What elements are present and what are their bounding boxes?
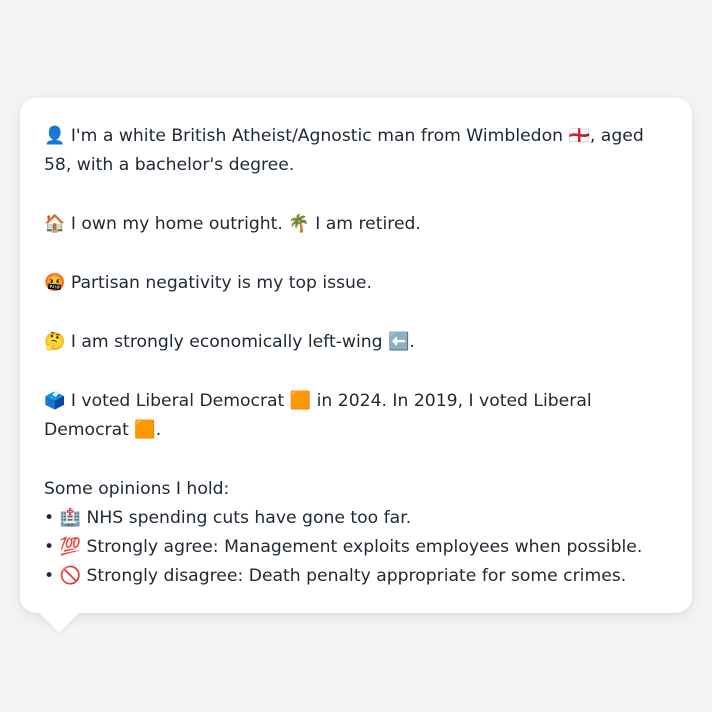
home-text: 🏠 I own my home outright. 🌴 I am retired…	[44, 214, 421, 234]
votes-text: 🗳️ I voted Liberal Democrat 🟧 in 2024. I…	[44, 391, 592, 440]
identity-text: 👤 I'm a white British Atheist/Agnostic m…	[44, 126, 644, 175]
list-item: • 💯 Strongly agree: Management exploits …	[44, 537, 643, 557]
opinions-section: Some opinions I hold: • 🏥 NHS spending c…	[44, 475, 668, 591]
bubble-tail	[38, 612, 80, 633]
persona-message-bubble: 👤 I'm a white British Atheist/Agnostic m…	[20, 98, 692, 613]
economics-text: 🤔 I am strongly economically left-wing ⬅…	[44, 332, 415, 352]
top-issue-text: 🤬 Partisan negativity is my top issue.	[44, 273, 372, 293]
opinions-heading: Some opinions I hold:	[44, 479, 230, 499]
list-item: • 🏥 NHS spending cuts have gone too far.	[44, 508, 412, 528]
opinions-list: • 🏥 NHS spending cuts have gone too far.…	[44, 504, 668, 591]
list-item: • 🚫 Strongly disagree: Death penalty app…	[44, 566, 627, 586]
